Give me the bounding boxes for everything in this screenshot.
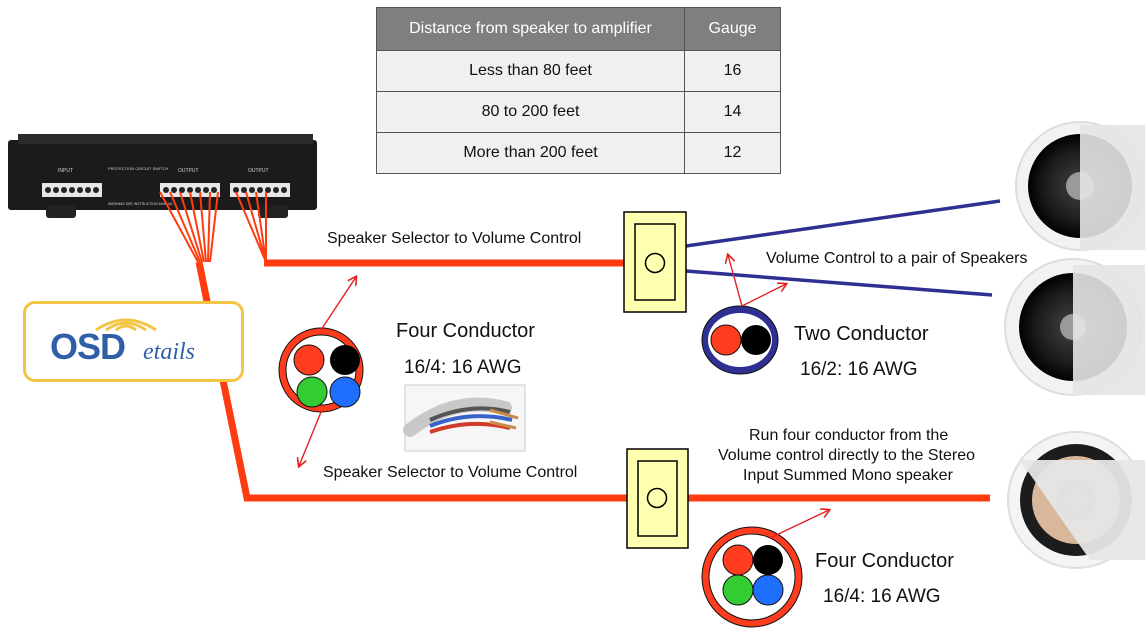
ceiling-speaker-icon <box>1015 121 1145 251</box>
table-row: Less than 80 feet 16 <box>376 50 781 92</box>
four-conductor-cable-icon <box>278 327 364 413</box>
table-header-gauge: Gauge <box>684 7 781 51</box>
table-cell: 12 <box>684 132 781 174</box>
logo-sub-text: etails <box>143 339 195 365</box>
ceiling-speaker-icon <box>1007 431 1145 569</box>
svg-text:INPUT: INPUT <box>58 168 73 174</box>
label-run-note-line3: Input Summed Mono speaker <box>743 467 953 484</box>
label-selector-to-volume-bottom: Speaker Selector to Volume Control <box>323 464 578 481</box>
label-volume-to-pair: Volume Control to a pair of Speakers <box>766 250 1028 267</box>
table-cell: Less than 80 feet <box>376 50 685 92</box>
svg-text:WARNING SEE INSTRUCTION MANUAL: WARNING SEE INSTRUCTION MANUAL <box>108 202 173 206</box>
table-header-distance: Distance from speaker to amplifier <box>376 7 685 51</box>
arrow-icon <box>299 255 829 539</box>
table-cell: 80 to 200 feet <box>376 91 685 133</box>
label-two-conductor-title: Two Conductor <box>794 323 929 345</box>
label-two-conductor-spec: 16/2: 16 AWG <box>800 359 918 380</box>
ceiling-speaker-icon <box>1004 258 1145 396</box>
volume-control-icon <box>626 448 689 549</box>
table-row: 80 to 200 feet 14 <box>376 91 781 133</box>
table-header-row: Distance from speaker to amplifier Gauge <box>376 7 781 51</box>
four-conductor-cable-icon <box>701 526 803 628</box>
table-cell: More than 200 feet <box>376 132 685 174</box>
two-conductor-cable-icon <box>701 305 779 375</box>
label-four-conductor-bottom-spec: 16/4: 16 AWG <box>823 586 941 607</box>
table-row: More than 200 feet 12 <box>376 132 781 174</box>
svg-text:OUTPUT: OUTPUT <box>178 168 199 174</box>
label-selector-to-volume-top: Speaker Selector to Volume Control <box>327 230 582 247</box>
wire-volume-to-speakers <box>685 199 1001 297</box>
amp-fan-wires <box>159 191 267 263</box>
label-run-note-line2: Volume control directly to the Stereo <box>718 447 976 464</box>
label-four-conductor-left-title: Four Conductor <box>396 320 535 342</box>
wire-selector-to-volume-bottom <box>195 261 629 502</box>
svg-text:PROTECTION CIRCUIT SWITCH: PROTECTION CIRCUIT SWITCH <box>108 166 168 171</box>
label-four-conductor-left-spec: 16/4: 16 AWG <box>404 357 522 378</box>
amplifier-icon: INPUT OUTPUT OUTPUT PROTECTION CIRCUIT S… <box>8 134 317 218</box>
signal-waves-icon <box>95 318 157 332</box>
label-run-note-line1: Run four conductor from the <box>749 427 949 444</box>
cable-photo-icon <box>403 384 526 452</box>
table-cell: 14 <box>684 91 781 133</box>
label-four-conductor-bottom-title: Four Conductor <box>815 550 954 572</box>
logo-main-text: OSD <box>50 326 126 367</box>
wire-gauge-table: Distance from speaker to amplifier Gauge… <box>376 7 781 174</box>
osdetails-logo: OSD etails <box>23 301 244 382</box>
svg-text:OUTPUT: OUTPUT <box>248 168 269 174</box>
table-cell: 16 <box>684 50 781 92</box>
volume-control-icon <box>623 211 687 313</box>
